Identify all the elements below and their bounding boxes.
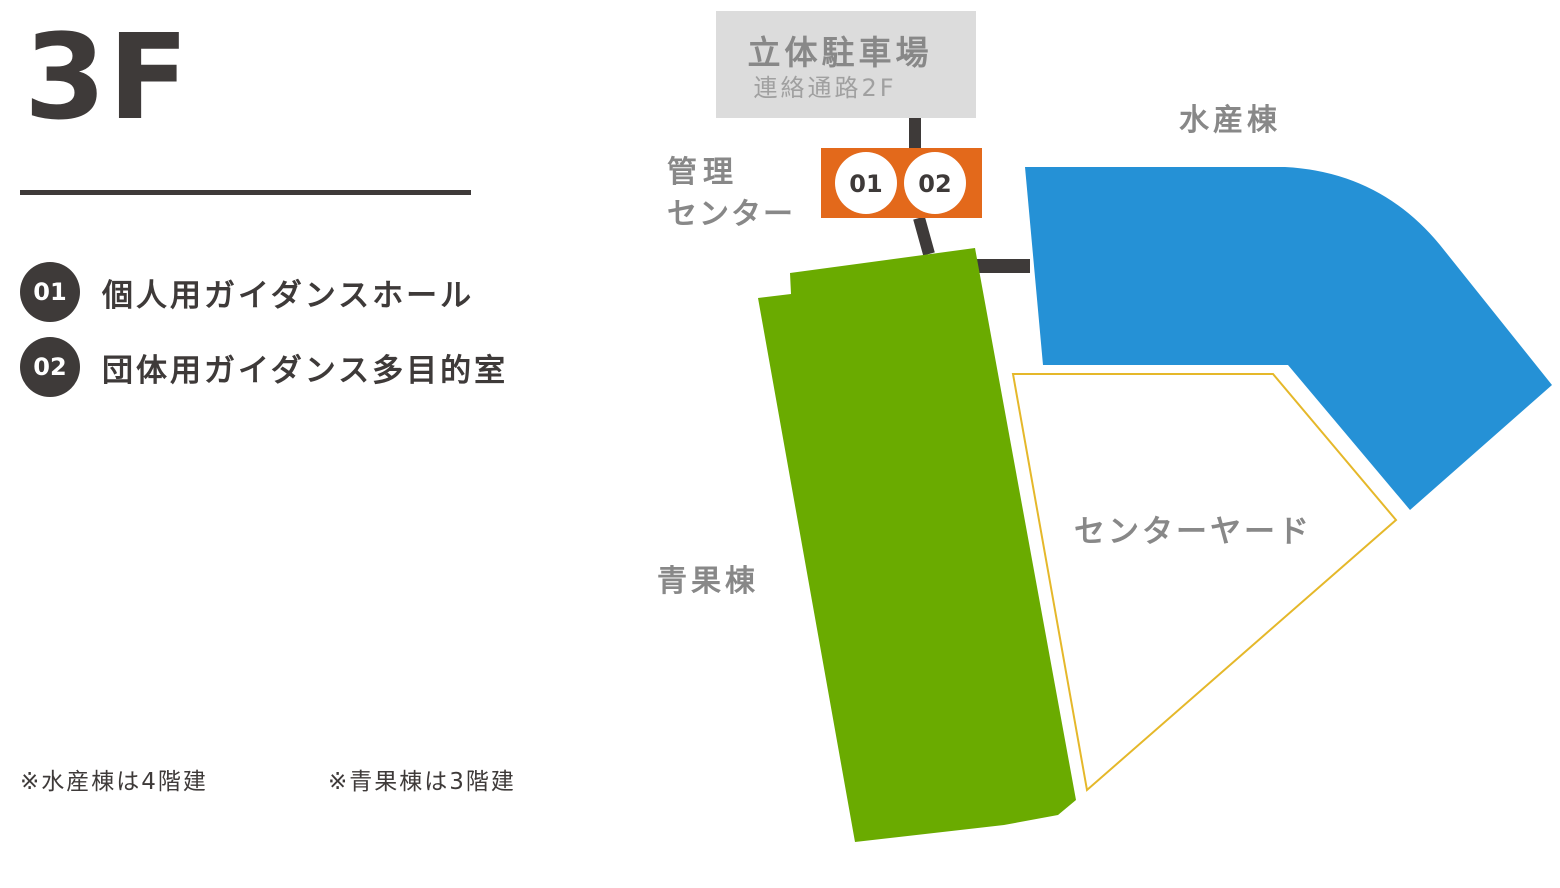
management-label-line2: センター <box>667 197 795 232</box>
parking-structure <box>716 11 976 118</box>
parking-subtitle: 連絡通路2F <box>753 74 896 102</box>
management-badge-01-label: 01 <box>849 170 882 198</box>
divider <box>20 190 471 195</box>
parking-title: 立体駐車場 <box>748 33 933 72</box>
management-badge-02 <box>904 152 966 214</box>
legend-item-02: 02 団体用ガイダンス多目的室 <box>20 337 508 397</box>
management-badge-01 <box>835 152 897 214</box>
fish-building-label: 水産棟 <box>1179 103 1281 138</box>
legend-label: 個人用ガイダンスホール <box>102 277 475 314</box>
note-produce-building: ※青果棟は3階建 <box>328 769 516 795</box>
connector-management-produce <box>913 216 935 256</box>
center-yard-label: センターヤード <box>1074 514 1312 550</box>
legend-label: 団体用ガイダンス多目的室 <box>102 352 509 389</box>
produce-building <box>758 248 1076 842</box>
center-yard <box>1011 373 1398 792</box>
fish-building <box>1025 167 1552 510</box>
note-fish-building: ※水産棟は4階建 <box>20 769 208 795</box>
legend-item-01: 01 個人用ガイダンスホール <box>20 262 474 322</box>
legend-badge: 01 <box>20 262 80 322</box>
produce-building-label: 青果棟 <box>657 564 759 599</box>
legend-badge: 02 <box>20 337 80 397</box>
management-label-line1: 管理 <box>667 155 739 190</box>
management-badge-02-label: 02 <box>918 170 951 198</box>
floor-title: 3F <box>24 8 191 146</box>
